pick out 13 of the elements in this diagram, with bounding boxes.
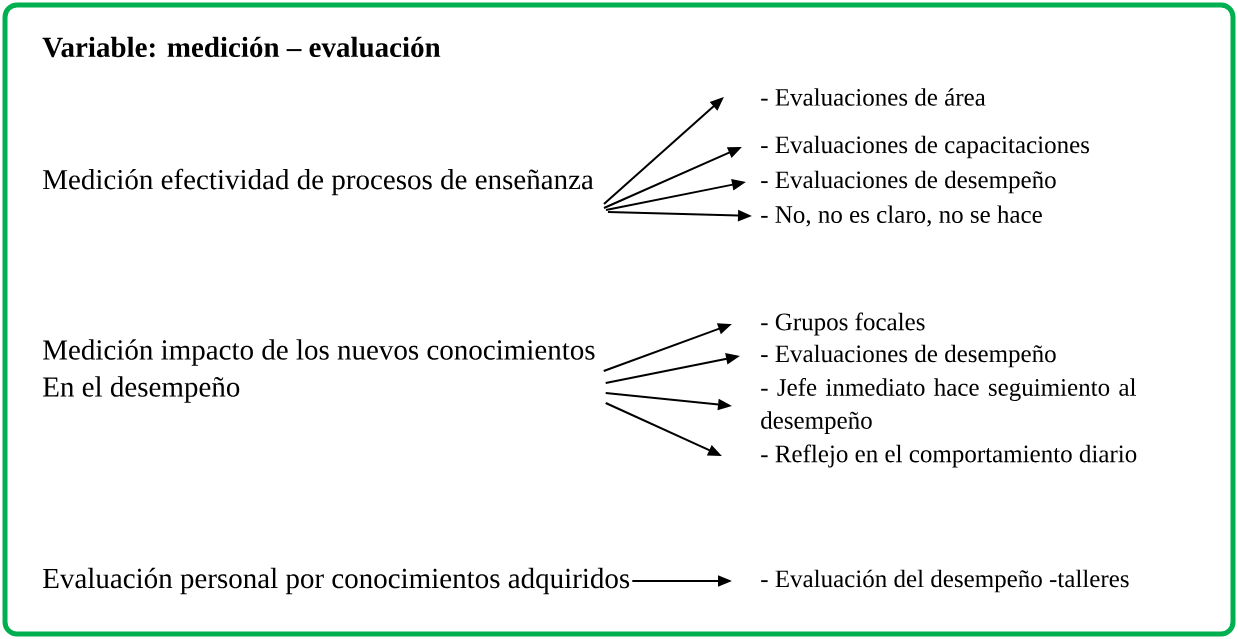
item-text: - Evaluaciones de desempeño bbox=[761, 170, 1056, 194]
item-text: - Jefe inmediato hace seguimiento al desempeño bbox=[761, 378, 1136, 434]
item-text: - Evaluaciones de capacitaciones bbox=[761, 135, 1090, 159]
item-text: - Evaluación del desempeño -talleres bbox=[761, 569, 1129, 593]
category-text: Evaluación personal por conocimientos adquiridos bbox=[43, 567, 630, 595]
category-text: Medición efectividad de procesos de enseñanza bbox=[43, 168, 594, 196]
item-text: - Reflejo en el comportamiento diario bbox=[761, 444, 1137, 468]
heading: Variable: medición – evaluación bbox=[42, 36, 441, 58]
item-text: - No, no es claro, no se hace bbox=[761, 205, 1042, 227]
item-text: - Evaluaciones de área bbox=[761, 88, 986, 106]
category-text: Medición impacto de los nuevos conocimientos En el desempeño bbox=[43, 339, 595, 403]
item-text: - Evaluaciones de desempeño bbox=[761, 344, 1056, 368]
item-text: - Grupos focales bbox=[761, 312, 925, 336]
